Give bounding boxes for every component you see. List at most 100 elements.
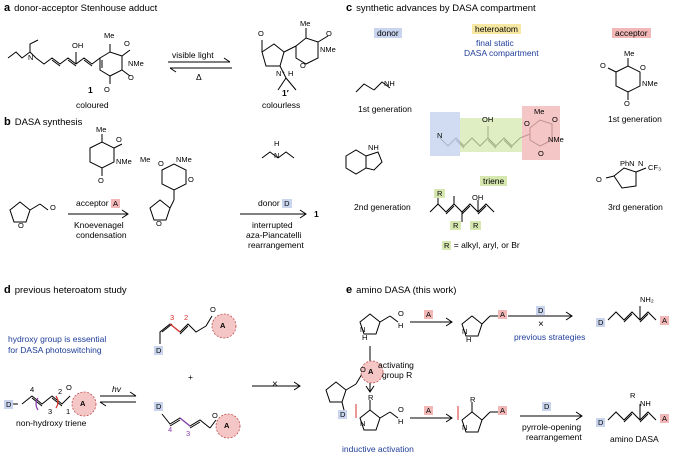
- hv-label: hv: [112, 384, 121, 394]
- atom-d: D: [4, 400, 14, 409]
- cyclopentadiene-structure: [325, 373, 363, 411]
- atom-me: Me: [624, 49, 635, 58]
- triene-header: triene: [480, 176, 508, 186]
- heteroatom-header: heteroatom: [472, 24, 521, 34]
- atom-r: R: [450, 221, 462, 230]
- atom-a: A: [220, 321, 226, 330]
- atom-o: O: [538, 149, 544, 158]
- knoevenagel-label: Knoevenagel: [74, 220, 124, 230]
- atom-o: O: [398, 405, 404, 414]
- atom-a: A: [224, 421, 230, 430]
- tag-a: A: [498, 406, 508, 415]
- atom-me: Me: [96, 125, 107, 134]
- atom-o: O: [596, 175, 602, 184]
- donor-label: donor D: [258, 198, 292, 208]
- atom-d: D: [154, 346, 164, 355]
- non-hydroxy-caption: non-hydroxy triene: [16, 418, 87, 428]
- atom-cf3: CF₃: [648, 163, 662, 172]
- atom-a: A: [368, 367, 374, 376]
- acceptor-gen3-label: 3rd generation: [608, 202, 663, 212]
- coloured-label: coloured: [76, 100, 109, 110]
- n-r-pyrrole-acceptor-structure: [461, 402, 498, 433]
- acceptor-tag: A: [110, 199, 120, 208]
- num-2: 2: [58, 387, 63, 396]
- atom-me: Me: [104, 31, 115, 40]
- tag-a: A: [660, 414, 670, 423]
- atom-d: D: [338, 410, 348, 419]
- tag-a: A: [660, 316, 670, 325]
- atom-o: O: [116, 135, 122, 144]
- atom-n: N: [638, 159, 644, 168]
- interrupted-label: interrupted: [252, 220, 293, 230]
- atom-o: O: [50, 203, 56, 212]
- inductive-activation-label: inductive activation: [342, 444, 414, 454]
- atom-o: O: [552, 115, 558, 124]
- atom-n-plus: N⁺: [276, 69, 286, 78]
- hydroxy-note-line2: for DASA photoswitching: [8, 345, 102, 355]
- atom-o: O: [398, 309, 404, 318]
- atom-nh2: NH₂: [640, 295, 654, 304]
- condensation-label: condensation: [76, 230, 127, 240]
- atom-oh: OH: [482, 115, 494, 124]
- num-4-bottom: 4: [168, 425, 173, 434]
- donor-gen2-label: 2nd generation: [354, 202, 411, 212]
- product-1-label: 1: [314, 209, 319, 219]
- aza-piancatelli-label: aza-Piancatelli: [246, 230, 302, 240]
- atom-n: N: [462, 327, 468, 336]
- atom-o: O: [66, 383, 72, 392]
- atom-o: O: [124, 39, 130, 48]
- acceptor-gen3-structure: [605, 167, 647, 189]
- atom-nme: NMe: [320, 45, 336, 54]
- atom-n: N: [28, 53, 34, 62]
- atom-r: R: [470, 221, 482, 230]
- cross-mark-e: ×: [538, 319, 544, 330]
- tag-a: A: [424, 310, 434, 319]
- atom-oh: OH: [472, 193, 484, 202]
- non-hydroxy-triene-structure: [12, 395, 71, 407]
- acceptor-header: acceptor: [612, 28, 651, 38]
- group-r-label: group R: [382, 370, 413, 380]
- tag-d: D: [596, 318, 606, 327]
- num-4: 4: [30, 385, 35, 394]
- previous-strategies-label: previous strategies: [514, 332, 586, 342]
- diethylamine-structure-b: [261, 151, 295, 159]
- num-1: 1: [66, 407, 71, 416]
- donor-gen1-structure: [355, 81, 391, 93]
- atom-nme: NMe: [642, 79, 658, 88]
- num-3: 3: [48, 407, 53, 416]
- atom-h: H: [398, 321, 404, 330]
- acceptor-gen1-label: 1st generation: [608, 114, 662, 124]
- inductive-arrows: [355, 404, 459, 420]
- atom-nme: NMe: [548, 135, 564, 144]
- triene-structure: [429, 196, 495, 222]
- barbituric-acid-structure: [89, 134, 123, 176]
- acceptor-gen1-structure: [607, 58, 641, 100]
- donor-gen1-label: 1st generation: [358, 104, 412, 114]
- r-definition: R = alkyl, aryl, or Br: [442, 240, 520, 250]
- dasa-compartment-label: DASA compartment: [464, 48, 539, 58]
- acceptor-label: acceptor A: [76, 198, 120, 208]
- atom-o: O: [326, 29, 332, 38]
- atom-nme: NMe: [116, 157, 132, 166]
- amino-dasa-bottom-structure: [607, 404, 657, 423]
- pyrrole-opening-label: pyrrole-opening: [522, 422, 582, 432]
- amino-dasa-top-structure: [607, 306, 657, 323]
- knoevenagel-product-structure: [149, 163, 187, 221]
- atom-me: Me: [300, 19, 311, 28]
- tag-d: D: [542, 402, 552, 411]
- atom-nh: NH: [640, 399, 651, 408]
- activating-label: activating: [378, 360, 414, 370]
- atom-h: H: [274, 139, 280, 148]
- atom-nme: NMe: [128, 59, 144, 68]
- pyrrole-acceptor-structure: [461, 315, 498, 337]
- atom-o: O: [640, 63, 646, 72]
- atom-oh: OH: [72, 41, 84, 50]
- atom-o: O: [624, 99, 630, 108]
- atom-me: Me: [140, 155, 151, 164]
- atom-n: N: [437, 131, 443, 140]
- atom-n: N: [274, 151, 280, 160]
- atom-o: O: [158, 159, 164, 168]
